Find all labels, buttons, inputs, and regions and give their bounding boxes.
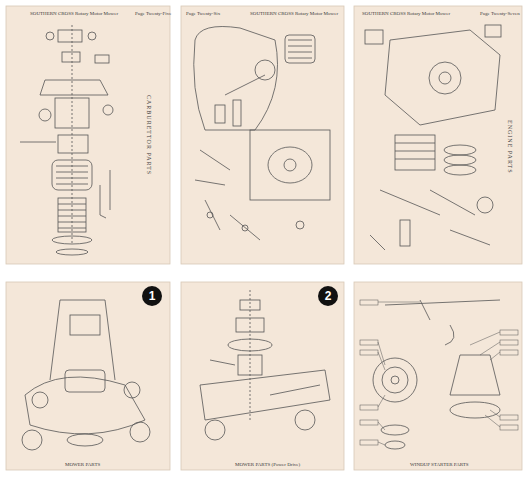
section-title: CARBURETTOR PARTS xyxy=(146,95,152,175)
section-title: ENGINE PARTS xyxy=(507,120,513,174)
page-header: SOUTHERN CROSS Rotary Motor Mower xyxy=(250,11,338,16)
page-header: WINDUP STARTER PARTS xyxy=(410,462,469,467)
page-header: SOUTHERN CROSS Rotary Motor Mower xyxy=(362,11,450,16)
figure-number: 1 xyxy=(142,286,162,306)
page-header: Page Twenty-Five xyxy=(135,11,171,16)
page-header: MOWER PARTS (Power Drive) xyxy=(235,462,300,467)
page-header: SOUTHERN CROSS Rotary Motor Mower xyxy=(30,11,118,16)
figure-number: 2 xyxy=(318,286,338,306)
figure-number-text: 2 xyxy=(318,286,338,306)
page-header: Page Twenty-Seven xyxy=(480,11,520,16)
figure-number-text: 1 xyxy=(142,286,162,306)
page-header: Page Twenty-Six xyxy=(186,11,220,16)
page-header: MOWER PARTS xyxy=(65,462,100,467)
